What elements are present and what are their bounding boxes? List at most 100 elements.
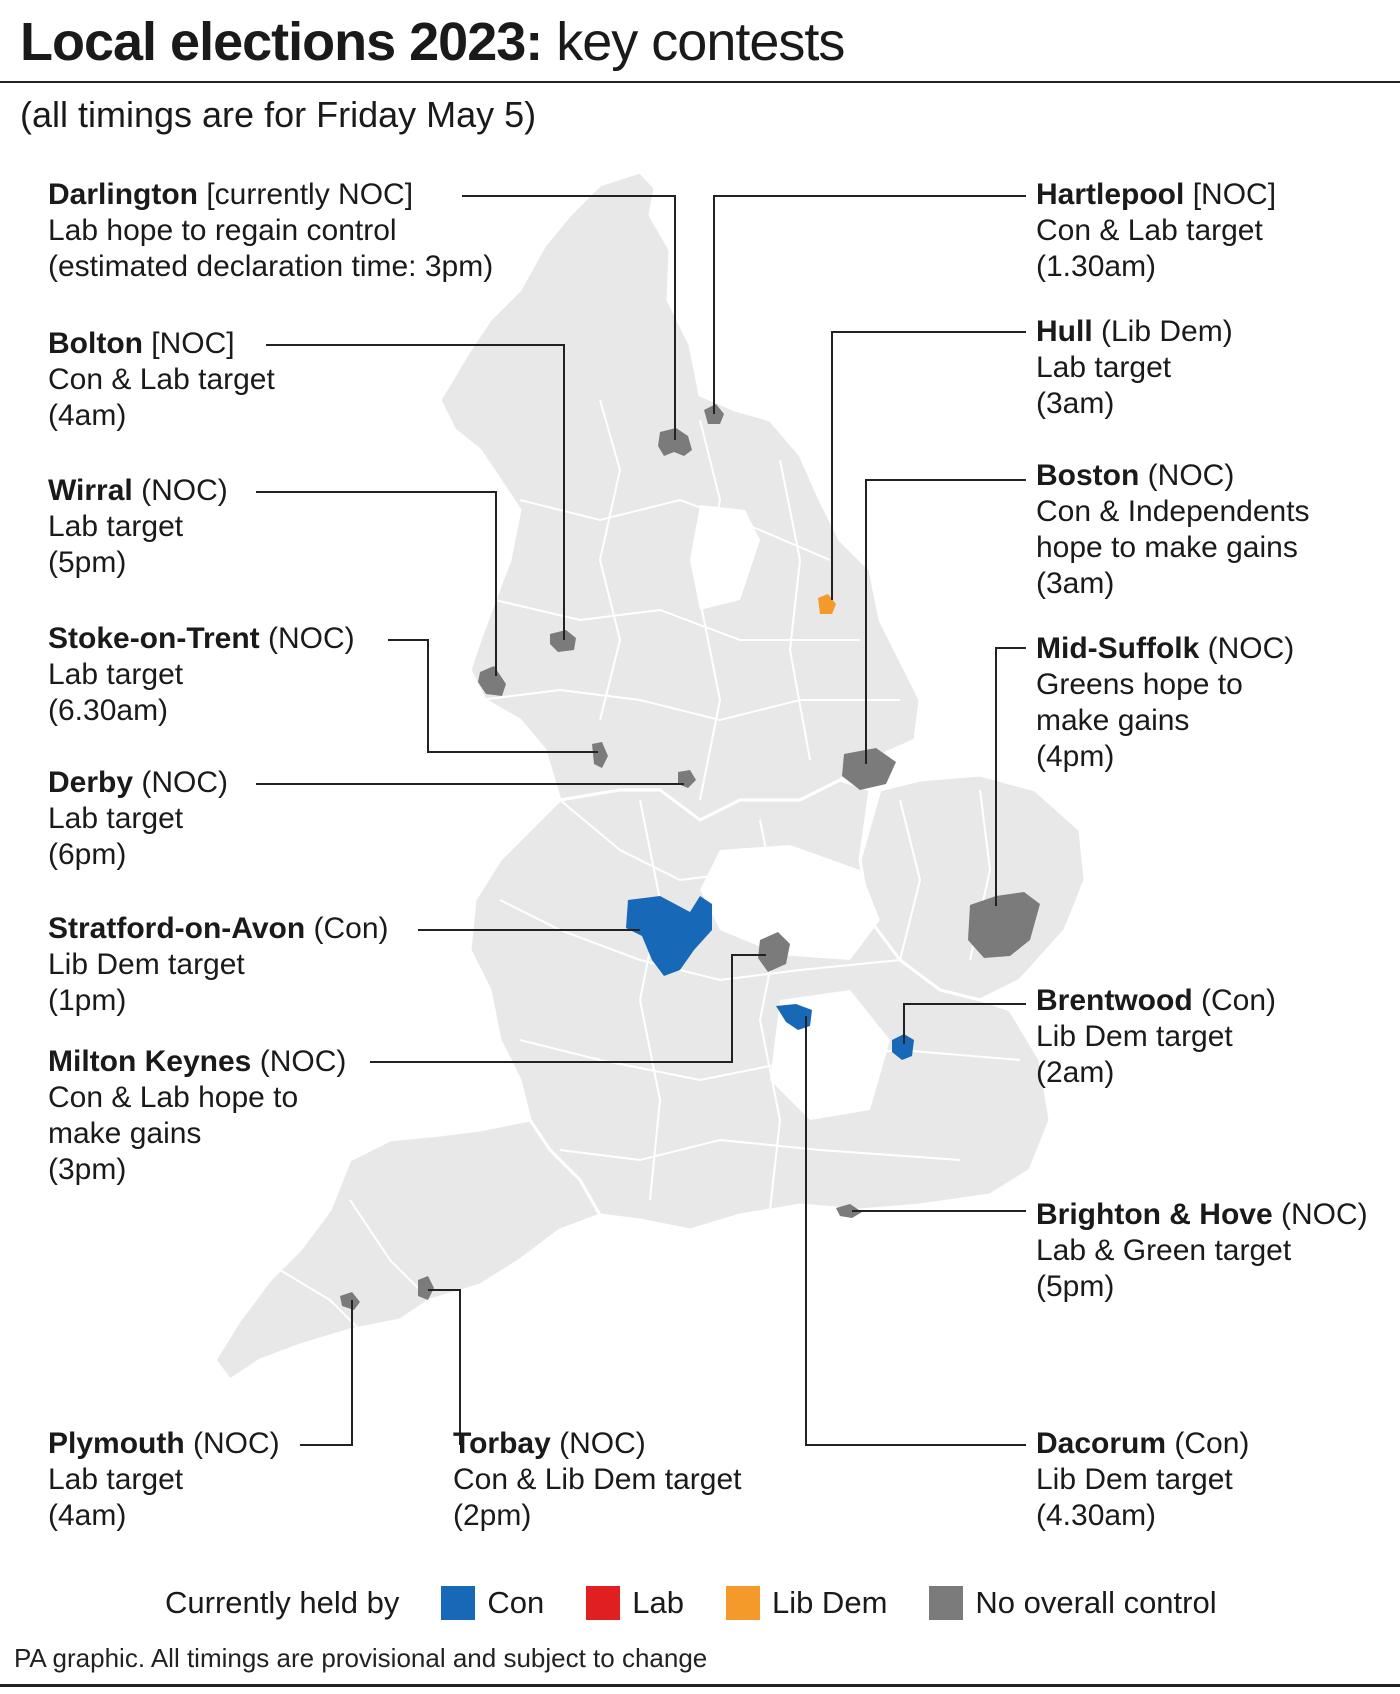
- contest-name: Stoke-on-Trent: [48, 622, 260, 655]
- contest-status: [NOC]: [1184, 178, 1277, 211]
- title-rest: key contests: [542, 12, 845, 72]
- land-mass: [213, 170, 1087, 1383]
- leader-darlington: [462, 195, 676, 440]
- leader-midsuffolk: [995, 647, 1026, 906]
- legend-label: No overall control: [975, 1585, 1217, 1620]
- label-wirral: Wirral (NOC) Lab target (5pm): [48, 473, 228, 581]
- contest-note: (3am): [1036, 567, 1115, 600]
- district-plymouth: [340, 1292, 360, 1310]
- label-miltonkeynes: Milton Keynes (NOC) Con & Lab hope to ma…: [48, 1044, 346, 1188]
- contest-status: (NOC): [133, 766, 229, 799]
- legend-item-lab: Lab: [586, 1581, 684, 1625]
- leader-wirral: [256, 491, 497, 676]
- contest-name: Derby: [48, 766, 134, 799]
- label-brighton: Brighton & Hove (NOC) Lab & Green target…: [1036, 1197, 1368, 1305]
- label-stratford: Stratford-on-Avon (Con) Lib Dem target (…: [48, 911, 389, 1019]
- contest-note: Con & Independents: [1036, 495, 1310, 528]
- district-midsuffolk: [968, 892, 1040, 958]
- leader-boston: [865, 479, 1026, 764]
- contest-note: (1pm): [48, 984, 127, 1017]
- contest-name: Plymouth: [48, 1427, 185, 1460]
- label-hartlepool: Hartlepool [NOC] Con & Lab target (1.30a…: [1036, 177, 1276, 285]
- contest-note: (5pm): [48, 546, 127, 579]
- leader-brentwood: [903, 1003, 1026, 1044]
- district-dacorum: [776, 1004, 812, 1030]
- contest-name: Hull: [1036, 315, 1093, 348]
- legend-swatch-libdem: [725, 1586, 760, 1620]
- leader-plymouth: [300, 1300, 353, 1446]
- label-bolton: Bolton [NOC] Con & Lab target (4am): [48, 326, 275, 434]
- contest-note: Lib Dem target: [1036, 1020, 1233, 1053]
- contest-status: (NOC): [259, 622, 355, 655]
- label-boston: Boston (NOC) Con & Independents hope to …: [1036, 458, 1310, 602]
- contest-note: (4.30am): [1036, 1499, 1157, 1532]
- label-midsuffolk: Mid-Suffolk (NOC) Greens hope to make ga…: [1036, 631, 1294, 775]
- contest-note: (3pm): [48, 1153, 127, 1186]
- contest-name: Dacorum: [1036, 1427, 1167, 1460]
- contest-note: Lab target: [48, 1463, 184, 1496]
- label-derby: Derby (NOC) Lab target (6pm): [48, 765, 228, 873]
- contest-note: Lab target: [1036, 351, 1172, 384]
- title-bold: Local elections 2023:: [20, 12, 543, 72]
- contest-note: (estimated declaration time: 3pm): [48, 250, 494, 283]
- district-stratford: [626, 896, 712, 976]
- contest-note: Lab & Green target: [1036, 1234, 1292, 1267]
- contest-note: Con & Lib Dem target: [453, 1463, 742, 1496]
- label-hull: Hull (Lib Dem) Lab target (3am): [1036, 314, 1233, 422]
- contest-note: make gains: [48, 1117, 202, 1150]
- district-torbay: [418, 1276, 434, 1300]
- district-brighton: [836, 1204, 862, 1218]
- subtitle: (all timings are for Friday May 5): [20, 94, 537, 135]
- contest-note: (6pm): [48, 838, 127, 871]
- contest-status: (NOC): [132, 474, 228, 507]
- legend-item-noc: No overall control: [929, 1581, 1217, 1625]
- contest-status: (Lib Dem): [1092, 315, 1233, 348]
- district-wirral: [478, 666, 506, 696]
- footer-rule: [0, 1684, 1400, 1687]
- contest-status: (NOC): [1199, 632, 1295, 665]
- contest-status: (Con): [1192, 984, 1277, 1017]
- contest-note: (2pm): [453, 1499, 532, 1532]
- contest-note: Lab hope to regain control: [48, 214, 397, 247]
- leader-hartlepool: [713, 195, 1026, 414]
- contest-name: Hartlepool: [1036, 178, 1185, 211]
- contest-name: Bolton: [48, 327, 143, 360]
- page-title: Local elections 2023: key contests: [20, 6, 845, 78]
- contest-note: make gains: [1036, 704, 1190, 737]
- district-stoke: [592, 742, 608, 768]
- label-torbay: Torbay (NOC) Con & Lib Dem target (2pm): [453, 1426, 741, 1534]
- contest-name: Milton Keynes: [48, 1045, 252, 1078]
- contest-note: hope to make gains: [1036, 531, 1298, 564]
- contest-note: (3am): [1036, 387, 1115, 420]
- contest-name: Boston: [1036, 459, 1140, 492]
- north-england: [438, 170, 922, 822]
- legend: Currently held by Con Lab Lib Dem No ove…: [165, 1581, 1217, 1625]
- contest-note: (5pm): [1036, 1270, 1115, 1303]
- contest-status: [currently NOC]: [198, 178, 414, 211]
- label-brentwood: Brentwood (Con) Lib Dem target (2am): [1036, 983, 1276, 1091]
- legend-item-libdem: Lib Dem: [725, 1581, 887, 1625]
- leader-dacorum: [805, 1016, 1026, 1446]
- contest-note: Lab target: [48, 658, 184, 691]
- district-boston: [842, 748, 896, 790]
- contest-status: (NOC): [550, 1427, 646, 1460]
- contest-name: Stratford-on-Avon: [48, 912, 306, 945]
- district-brentwood: [892, 1034, 914, 1060]
- contest-status: (NOC): [1139, 459, 1235, 492]
- legend-label: Con: [487, 1585, 545, 1620]
- leader-torbay: [428, 1289, 461, 1445]
- contest-name: Darlington: [48, 178, 198, 211]
- leader-miltonkeynes: [370, 954, 766, 1063]
- leader-hull: [831, 331, 1026, 600]
- contest-status: (NOC): [251, 1045, 347, 1078]
- contest-note: Con & Lab target: [1036, 214, 1263, 247]
- contest-note: (6.30am): [48, 694, 169, 727]
- leader-lines: [256, 195, 1026, 1446]
- contest-note: (4pm): [1036, 740, 1115, 773]
- district-darlington: [658, 428, 692, 456]
- footer-credit: PA graphic. All timings are provisional …: [14, 1643, 708, 1673]
- contest-note: Lib Dem target: [48, 948, 245, 981]
- leader-stoke: [388, 639, 598, 753]
- contest-name: Torbay: [453, 1427, 551, 1460]
- contest-note: Con & Lab target: [48, 363, 275, 396]
